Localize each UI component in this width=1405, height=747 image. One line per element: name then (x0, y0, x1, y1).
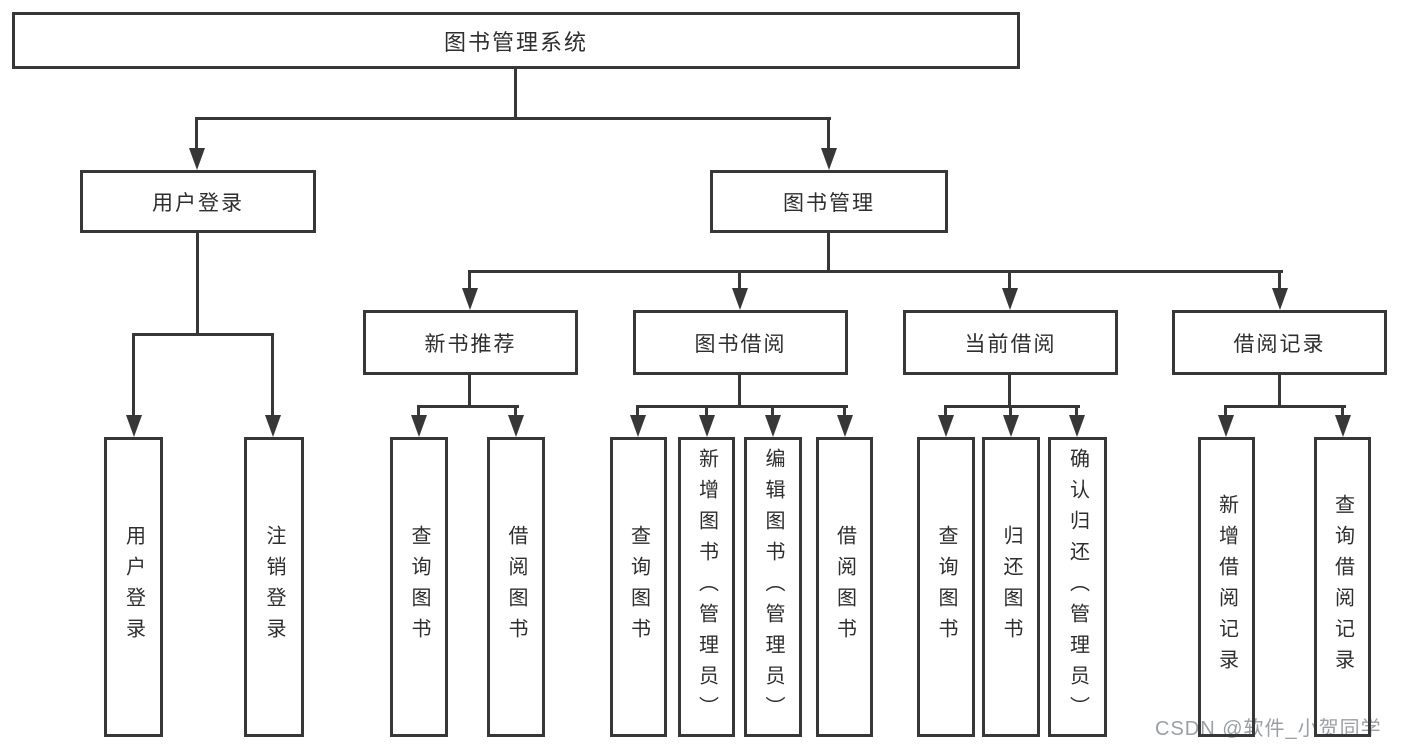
connector-line (1224, 405, 1346, 408)
node-book-borrowing: 图书借阅 (633, 310, 848, 375)
connector-line (738, 373, 741, 407)
connector-line (1008, 270, 1011, 290)
arrow-down-icon (189, 148, 205, 170)
node-root: 图书管理系统 (12, 12, 1020, 69)
node-book-management-label: 图书管理 (783, 191, 875, 215)
connector-line (771, 405, 774, 417)
leaf-br-add-record-label: 新增借阅记录 (1215, 494, 1238, 680)
connector-line (1075, 405, 1078, 417)
node-book-management: 图书管理 (710, 170, 948, 233)
leaf-br-query-record: 查询借阅记录 (1314, 437, 1371, 737)
connector-line (1224, 405, 1227, 417)
leaf-cb-confirm-return-admin: 确认归还（管理员） (1048, 437, 1107, 737)
leaf-nb-borrow-books: 借阅图书 (487, 437, 545, 737)
leaf-cb-query-books: 查询图书 (917, 437, 975, 737)
node-borrowing-records-label: 借阅记录 (1233, 332, 1326, 356)
arrow-down-icon (1003, 415, 1019, 437)
connector-line (636, 405, 848, 408)
leaf-bb-borrow-books: 借阅图书 (816, 437, 873, 737)
connector-line (132, 333, 135, 417)
connector-line (1278, 373, 1281, 407)
arrow-down-icon (265, 415, 281, 437)
connector-line (1278, 270, 1281, 290)
arrow-down-icon (126, 415, 142, 437)
leaf-cb-return-books-label: 归还图书 (1000, 525, 1022, 649)
leaf-logout: 注销登录 (244, 437, 304, 737)
node-book-borrowing-label: 图书借阅 (694, 332, 787, 356)
node-current-borrowing: 当前借阅 (903, 310, 1118, 375)
connector-line (1341, 405, 1344, 417)
arrow-down-icon (1272, 288, 1288, 310)
connector-line (1009, 405, 1012, 417)
connector-line (1008, 373, 1011, 407)
connector-line (827, 117, 830, 151)
connector-line (944, 405, 947, 417)
leaf-bb-add-books-admin-label: 新增图书（管理员） (695, 447, 718, 727)
arrow-down-icon (765, 415, 781, 437)
connector-line (468, 270, 1283, 273)
leaf-logout-label: 注销登录 (263, 525, 285, 649)
connector-line (468, 373, 471, 407)
arrow-down-icon (699, 415, 715, 437)
arrow-down-icon (1069, 415, 1085, 437)
connector-line (196, 230, 199, 335)
leaf-bb-edit-books-admin-label: 编辑图书（管理员） (762, 447, 784, 727)
leaf-bb-add-books-admin: 新增图书（管理员） (678, 437, 735, 737)
node-new-book-recommend: 新书推荐 (363, 310, 578, 375)
connector-line (195, 117, 831, 120)
connector-line (738, 270, 741, 290)
leaf-br-add-record: 新增借阅记录 (1198, 437, 1255, 737)
arrow-down-icon (837, 415, 853, 437)
connector-line (514, 405, 517, 417)
arrow-down-icon (821, 148, 837, 170)
node-user-login-label: 用户登录 (152, 191, 244, 215)
leaf-nb-query-books: 查询图书 (390, 437, 448, 737)
leaf-bb-borrow-books-label: 借阅图书 (833, 525, 856, 649)
arrow-down-icon (732, 288, 748, 310)
arrow-down-icon (508, 415, 524, 437)
node-current-borrowing-label: 当前借阅 (964, 332, 1057, 356)
connector-line (514, 66, 517, 119)
node-root-label: 图书管理系统 (443, 29, 588, 55)
connector-line (827, 231, 830, 272)
leaf-bb-query-books: 查询图书 (610, 437, 667, 737)
leaf-cb-query-books-label: 查询图书 (935, 525, 957, 649)
node-new-book-recommend-label: 新书推荐 (424, 332, 517, 356)
connector-line (705, 405, 708, 417)
arrow-down-icon (1218, 415, 1234, 437)
leaf-br-query-record-label: 查询借阅记录 (1331, 494, 1354, 680)
leaf-user-login-label: 用户登录 (122, 525, 145, 649)
leaf-user-login: 用户登录 (104, 437, 163, 737)
node-user-login: 用户登录 (80, 170, 316, 233)
arrow-down-icon (1002, 288, 1018, 310)
connector-line (417, 405, 420, 417)
arrow-down-icon (1335, 415, 1351, 437)
connector-line (195, 117, 198, 151)
arrow-down-icon (630, 415, 646, 437)
connector-line (417, 405, 519, 408)
leaf-bb-query-books-label: 查询图书 (627, 525, 650, 649)
arrow-down-icon (462, 288, 478, 310)
connector-line (271, 333, 274, 417)
leaf-bb-edit-books-admin: 编辑图书（管理员） (744, 437, 802, 737)
leaf-cb-return-books: 归还图书 (982, 437, 1040, 737)
connector-line (468, 270, 471, 290)
connector-line (843, 405, 846, 417)
connector-line (636, 405, 639, 417)
leaf-cb-confirm-return-admin-label: 确认归还（管理员） (1066, 447, 1089, 727)
arrow-down-icon (938, 415, 954, 437)
leaf-nb-query-books-label: 查询图书 (408, 525, 430, 649)
leaf-nb-borrow-books-label: 借阅图书 (505, 525, 527, 649)
connector-line (944, 405, 1080, 408)
node-borrowing-records: 借阅记录 (1172, 310, 1387, 375)
connector-line (132, 333, 274, 336)
arrow-down-icon (411, 415, 427, 437)
